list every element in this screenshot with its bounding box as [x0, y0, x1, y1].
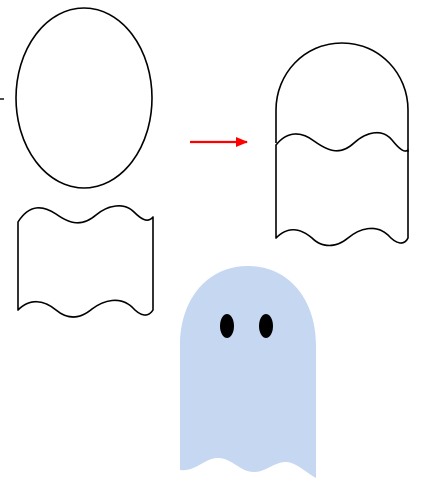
ghost-body — [180, 266, 316, 478]
ghost-left-eye — [220, 314, 234, 338]
ghost-group — [180, 266, 316, 478]
combined-wavy-rectangle-shape — [276, 133, 408, 246]
wavy-rectangle-shape — [18, 206, 153, 317]
ghost-right-eye — [259, 314, 273, 338]
separate-shapes-group — [0, 8, 153, 317]
oval-shape — [16, 8, 152, 188]
combined-shapes-group — [276, 43, 408, 246]
